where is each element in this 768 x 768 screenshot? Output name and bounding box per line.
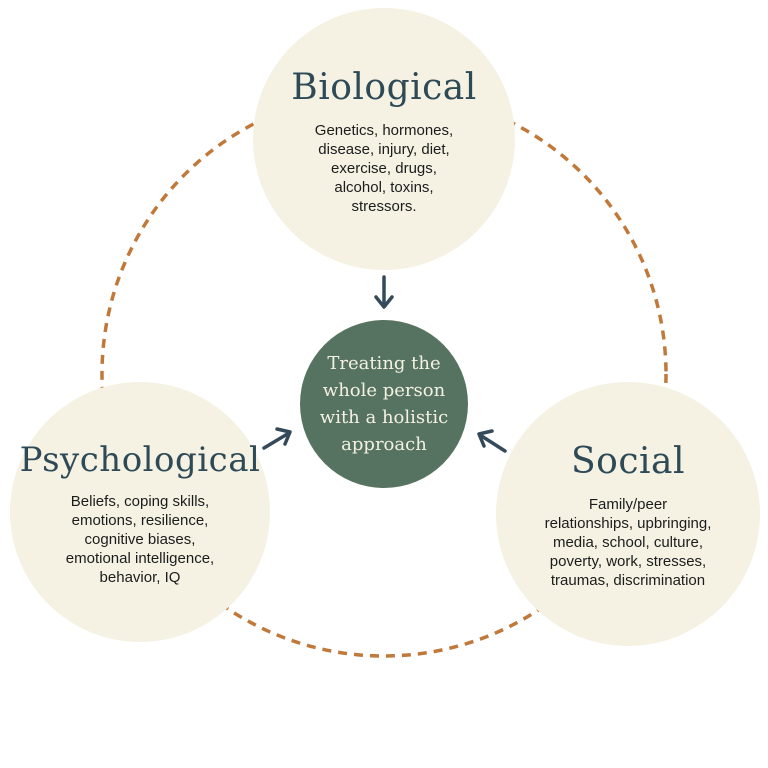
- center-circle: Treating the whole person with a holisti…: [300, 320, 468, 488]
- social-circle: Social Family/peer relationships, upbrin…: [496, 382, 760, 646]
- psychological-circle: Psychological Beliefs, coping skills, em…: [10, 382, 270, 642]
- biological-description: Genetics, hormones, disease, injury, die…: [314, 121, 454, 215]
- psychological-description: Beliefs, coping skills, emotions, resili…: [65, 493, 215, 587]
- arrow-from-biological: [374, 275, 394, 309]
- biological-title: Biological: [291, 67, 477, 108]
- arrow-from-social: [477, 429, 507, 453]
- social-description: Family/peer relationships, upbringing, m…: [544, 495, 712, 589]
- arrow-from-psychological: [262, 427, 292, 450]
- biological-circle: Biological Genetics, hormones, disease, …: [253, 8, 515, 270]
- psychological-title: Psychological: [19, 440, 261, 480]
- social-title: Social: [571, 441, 685, 482]
- center-label: Treating the whole person with a holisti…: [319, 353, 449, 455]
